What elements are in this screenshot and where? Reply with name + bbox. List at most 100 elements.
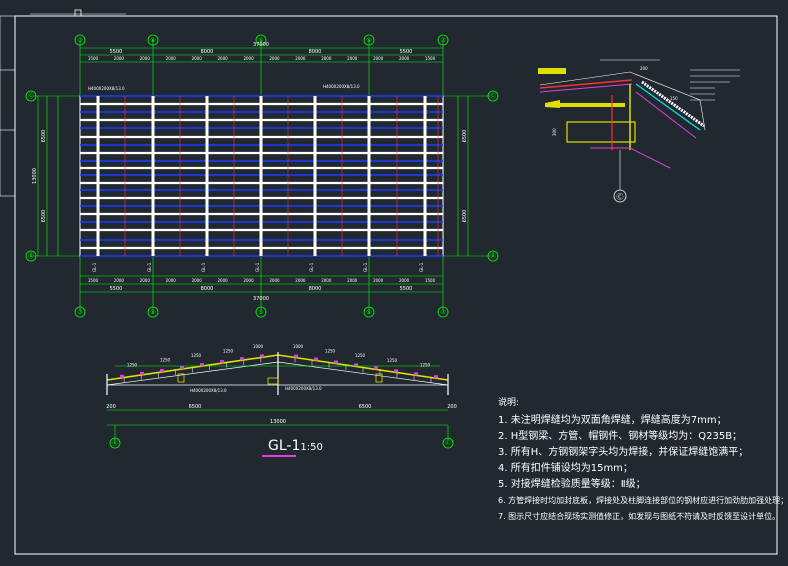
grid-label-left-b: Ⓑ xyxy=(28,252,34,260)
plan-sub-dim-top-1: 1500 xyxy=(88,56,99,61)
grid-label-top-3: ⑤ xyxy=(258,37,263,44)
grid-bubble-top-2 xyxy=(147,34,159,46)
section-purlin-11 xyxy=(334,360,338,364)
plan-dim-right-2: 6500 xyxy=(462,210,468,223)
grid-label-bottom-2: ⑧ xyxy=(150,309,155,316)
plan-tag-1: H400X200X8/13.0 xyxy=(88,86,125,91)
section-dim-top-5: 1000 xyxy=(253,344,264,349)
section-purlin-6 xyxy=(220,360,224,364)
grid-bubble-bottom-1 xyxy=(74,306,86,318)
grid-bubble-left-b xyxy=(25,250,37,262)
plan-sub-dim-bottom-9: 2000 xyxy=(295,278,306,283)
section-dim-bottom-1: 6500 xyxy=(189,404,202,410)
detail-axis-label: Ⓒ xyxy=(617,193,624,201)
detail-dim-2: 150 xyxy=(670,96,678,101)
note-item-4: 4. 所有扣件铺设均为15mm； xyxy=(498,463,633,474)
plan-sub-dim-top-7: 2000 xyxy=(243,56,254,61)
note-item-6: 6. 方管焊接时均加封底板，焊接处及柱脚连接部位的钢材应进行加劲肋加强处理； xyxy=(498,496,788,505)
plan-sub-dim-top-6: 2000 xyxy=(218,56,229,61)
section-purlin-9 xyxy=(294,354,298,358)
section-dim-bottom-2: 6500 xyxy=(359,404,372,410)
plan-dim-left-total: 13000 xyxy=(32,168,38,184)
plan-dim-top-span-3: 8000 xyxy=(309,49,322,55)
notes-heading: 说明: xyxy=(498,398,520,408)
section-purlin-8 xyxy=(260,354,264,358)
section-end-left: 200 xyxy=(106,404,116,410)
grid-bubble-right-b xyxy=(487,250,499,262)
section-axis-label-b: Ⓑ xyxy=(112,439,118,447)
plan-dim-top-span-4: 5500 xyxy=(400,49,413,55)
note-item-5: 5. 对接焊缝检验质量等级：Ⅱ级； xyxy=(498,479,646,490)
section-purlin-4 xyxy=(180,366,184,370)
plan-sub-dim-bottom-12: 2000 xyxy=(373,278,384,283)
detail-dim-3: 300 xyxy=(552,128,557,136)
section-axis-bubble-c xyxy=(442,437,454,449)
grid-bubble-left-c xyxy=(25,90,37,102)
plan-sub-dim-top-13: 2000 xyxy=(399,56,410,61)
section-title: GL-11:50 xyxy=(268,438,323,454)
grid-label-top-5: ⑦ xyxy=(440,37,446,44)
plan-sub-dim-top-9: 2000 xyxy=(295,56,306,61)
plan-sub-dim-bottom-7: 2000 xyxy=(243,278,254,283)
plan-sub-dim-bottom-6: 2000 xyxy=(218,278,229,283)
notes-block: 说明: 1. 未注明焊缝均为双面角焊缝，焊缝高度为7mm； 2. H型钢梁、方管… xyxy=(498,395,788,525)
plan-dim-bottom-span-3: 8000 xyxy=(309,286,322,292)
note-item-1: 1. 未注明焊缝均为双面角焊缝，焊缝高度为7mm； xyxy=(498,415,727,426)
plan-sub-dim-bottom-8: 2000 xyxy=(269,278,280,283)
plan-sub-dim-bottom-5: 2000 xyxy=(192,278,203,283)
section-title-underline xyxy=(262,455,296,457)
plan-sub-dim-top-11: 2000 xyxy=(347,56,358,61)
plan-sub-dim-top-8: 2000 xyxy=(269,56,280,61)
section-purlin-7 xyxy=(240,357,244,361)
plan-sub-dim-top-3: 2000 xyxy=(140,56,151,61)
plan-dim-bottom-total: 37000 xyxy=(253,296,269,302)
grid-label-top-4: ⑨ xyxy=(366,37,371,44)
section-purlin-10 xyxy=(314,357,318,361)
section-title-name: GL-1 xyxy=(268,438,301,454)
plan-view: ⑦ ⑧ ⑤ ⑨ ⑦ ⑦ ⑧ ⑤ ⑨ ⑦ Ⓒ Ⓑ Ⓒ Ⓑ 37000 5500 8… xyxy=(25,34,499,318)
plan-sub-dim-bottom-10: 2000 xyxy=(321,278,332,283)
gl-label-6: GL-1 xyxy=(363,262,368,272)
grid-bubble-top-5 xyxy=(437,34,449,46)
section-tag-center: H400X200X8/13.0 xyxy=(285,386,322,391)
section-purlin-12 xyxy=(354,363,358,367)
grid-bubble-bottom-5 xyxy=(437,306,449,318)
plan-sub-dim-bottom-11: 2000 xyxy=(347,278,358,283)
section-dim-top-8: 1250 xyxy=(355,353,366,358)
section-dim-top-2: 1250 xyxy=(160,358,171,363)
plan-sub-dim-top-2: 2000 xyxy=(114,56,125,61)
plan-dim-left-sub-2: 6500 xyxy=(41,210,47,223)
gl-label-4: GL-1 xyxy=(255,262,260,272)
plan-tag-2: H400X200X8/13.0 xyxy=(323,84,360,89)
section-purlin-15 xyxy=(414,372,418,376)
plan-dim-left-sub-1: 6500 xyxy=(41,130,47,143)
plan-sub-dim-top-12: 2000 xyxy=(373,56,384,61)
section-purlin-16 xyxy=(434,375,438,379)
section-axis-bubble-b xyxy=(109,437,121,449)
section-dim-top-4: 1250 xyxy=(223,348,234,353)
section-dim-top-10: 1250 xyxy=(420,363,431,368)
section-dim-top-1: 1250 xyxy=(127,362,138,367)
note-item-2: 2. H型钢梁、方管、帽钢件、钢材等级均为：Q235B； xyxy=(498,431,743,442)
section-purlin-3 xyxy=(160,368,164,372)
section-dim-total: 13000 xyxy=(270,419,286,425)
plan-dim-bottom-span-2: 8000 xyxy=(201,286,214,292)
section-purlin-1 xyxy=(120,374,124,378)
note-item-3: 3. 所有H、方钢钢架字头均为焊接，并保证焊缝饱满平； xyxy=(498,447,749,458)
plan-dim-bottom-span-1: 5500 xyxy=(110,286,123,292)
grid-bubble-right-c xyxy=(487,90,499,102)
section-purlin-2 xyxy=(140,371,144,375)
section-title-scale: 1:50 xyxy=(300,442,323,453)
grid-bubble-bottom-3 xyxy=(255,306,267,318)
plan-sub-dim-top-14: 1500 xyxy=(425,56,436,61)
plan-dim-top-span-2: 8000 xyxy=(201,49,214,55)
section-dim-top-7: 1250 xyxy=(325,349,336,354)
plan-sub-dim-bottom-2: 2000 xyxy=(114,278,125,283)
note-item-7: 7. 图示尺寸应结合现场实测值修正，如发现与图纸不符请及时反馈至设计单位。 xyxy=(498,512,781,521)
gl-label-5: GL-1 xyxy=(309,262,314,272)
grid-label-top-1: ⑦ xyxy=(77,37,83,44)
grid-bubble-top-1 xyxy=(74,34,86,46)
grid-label-bottom-1: ⑦ xyxy=(77,309,83,316)
